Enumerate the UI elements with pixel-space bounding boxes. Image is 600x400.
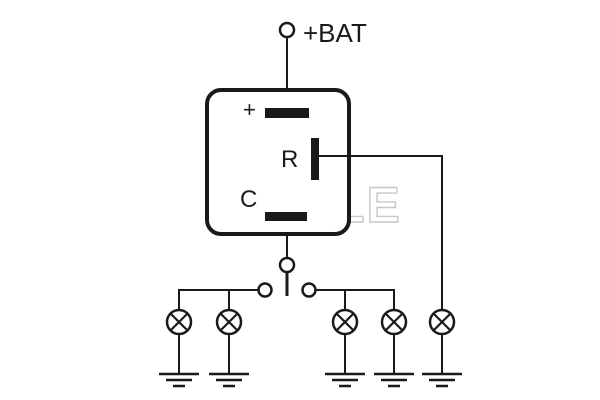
r-terminal-bar xyxy=(311,138,319,180)
lamp-group xyxy=(165,308,456,336)
lamp-symbol xyxy=(428,308,456,336)
switch-left-contact xyxy=(257,282,273,298)
lamp-cross xyxy=(384,312,404,332)
switch-right-contact xyxy=(301,282,317,298)
lamp-cross xyxy=(432,312,452,332)
flasher-relay-box xyxy=(205,88,351,236)
plus-terminal-bar xyxy=(265,108,309,118)
ground-symbol xyxy=(209,334,249,388)
ground-symbol xyxy=(325,334,365,388)
lamp-symbol xyxy=(380,308,408,336)
right-bus-wire xyxy=(316,289,395,310)
c-label: C xyxy=(240,186,257,213)
lamp-cross xyxy=(219,312,239,332)
ground-symbol xyxy=(159,334,199,388)
lamp-cross xyxy=(335,312,355,332)
ground-symbol xyxy=(422,334,462,388)
r-label: R xyxy=(281,146,298,173)
lamp-symbol xyxy=(215,308,243,336)
plus-label: + xyxy=(243,97,256,122)
r-output-wire xyxy=(319,155,443,310)
c-terminal-bar xyxy=(265,212,307,221)
bat-terminal xyxy=(278,21,296,39)
lamp-symbol xyxy=(331,308,359,336)
ground-symbol xyxy=(374,334,414,388)
lamp-cross xyxy=(169,312,189,332)
switch-common-terminal xyxy=(278,256,296,274)
bat-label: +BAT xyxy=(303,18,367,48)
left-bus-wire xyxy=(178,289,258,310)
ground-group xyxy=(159,334,462,388)
lamp-symbol xyxy=(165,308,193,336)
